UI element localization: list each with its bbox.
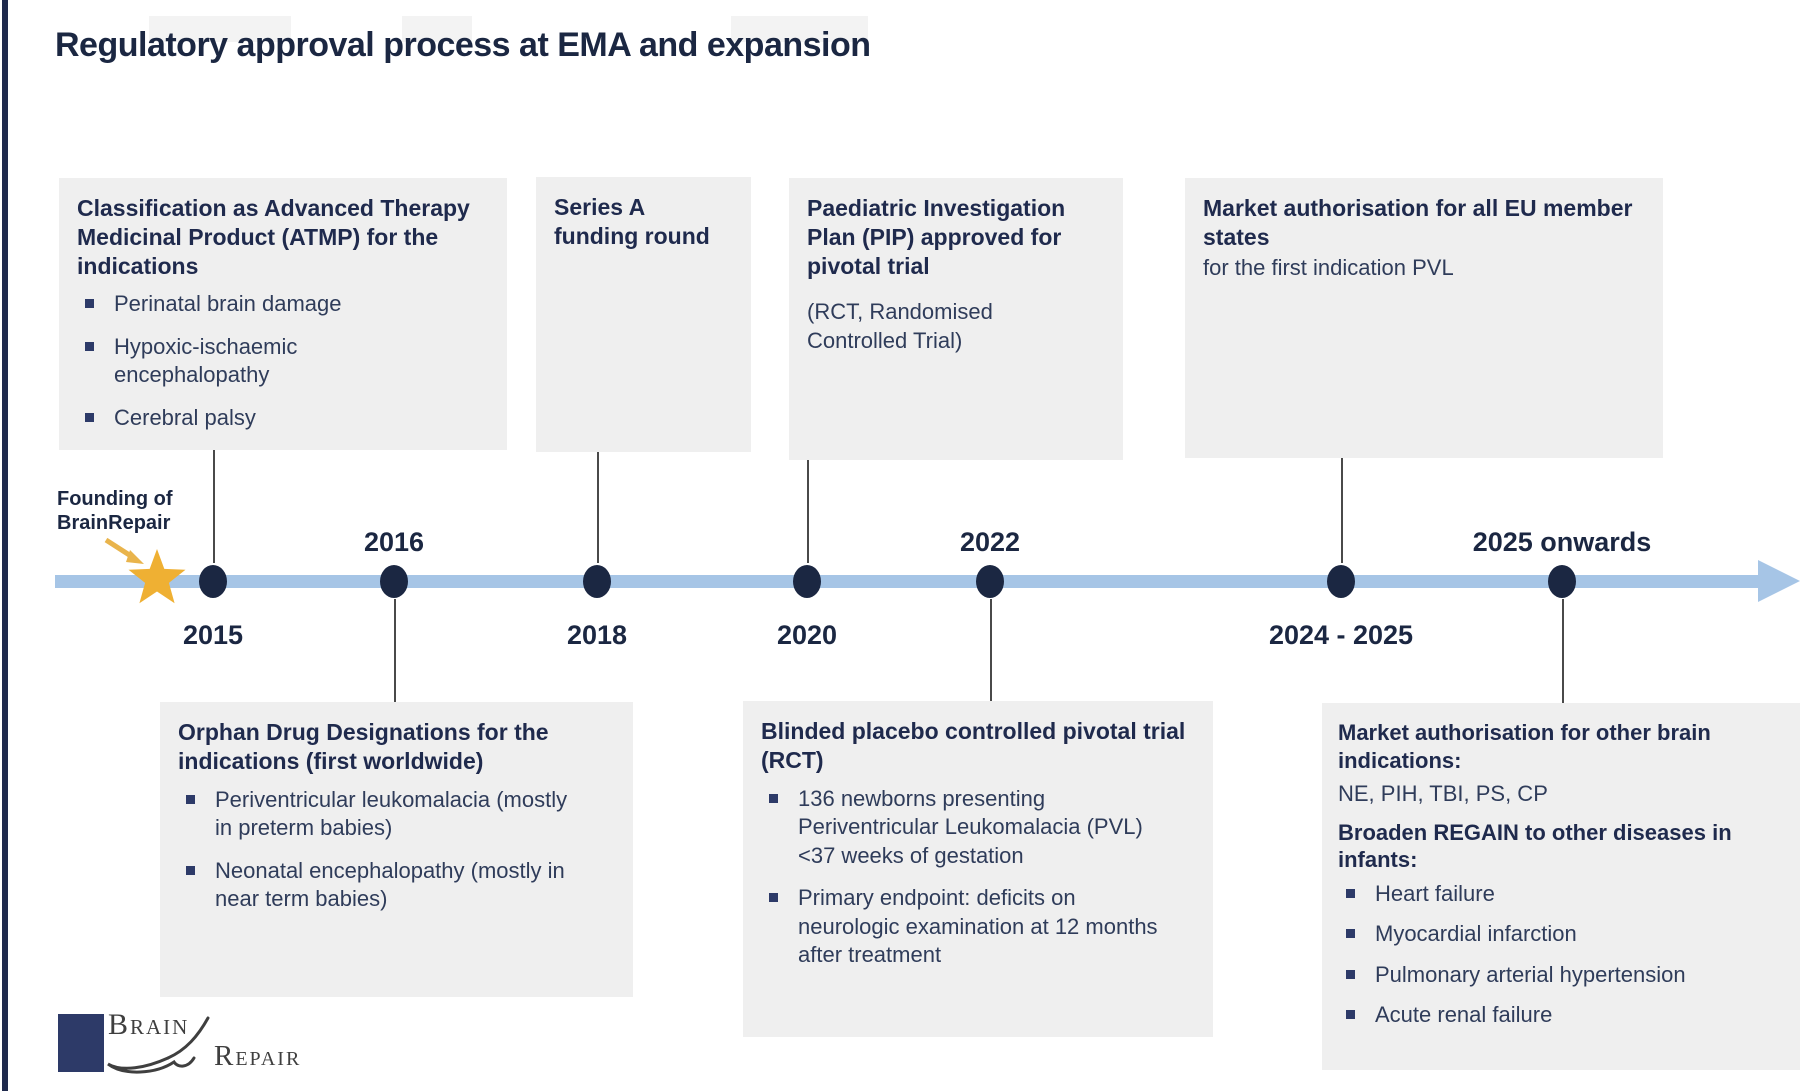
list-item: Perinatal brain damage (77, 290, 489, 319)
timeline-dot-2024-2025 (1327, 565, 1355, 598)
timeline-arrowhead-icon (1758, 560, 1800, 602)
connector-line (394, 599, 396, 702)
event-box-market-authorisation-other: Market authorisation for other brain ind… (1322, 703, 1800, 1070)
list-item: Heart failure (1338, 880, 1784, 909)
page-title: Regulatory approval process at EMA and e… (55, 26, 871, 64)
bullet-list: 136 newborns presenting Periventricular … (761, 785, 1195, 971)
bullet-list: Heart failure Myocardial infarction Pulm… (1338, 880, 1784, 1030)
connector-line (1341, 458, 1343, 563)
list-item: 136 newborns presenting Periventricular … (761, 785, 1195, 871)
bullet-square-icon (1346, 1010, 1355, 1020)
timeline-dot-2015 (199, 565, 227, 598)
list-item: Cerebral palsy (77, 404, 489, 433)
list-item: Neonatal encephalopathy (mostly in near … (178, 857, 615, 914)
bullet-square-icon (769, 893, 778, 903)
year-label-2015: 2015 (182, 620, 244, 650)
event-heading: Orphan Drug Designations for the indicat… (178, 719, 549, 774)
event-box-orphan-drug: Orphan Drug Designations for the indicat… (160, 702, 633, 997)
event-box-market-authorisation-eu: Market authorisation for all EU member s… (1185, 178, 1663, 458)
year-label-2016: 2016 (363, 527, 425, 557)
year-label-2020: 2020 (776, 620, 838, 650)
event-subtext: for the first indication PVL (1203, 254, 1454, 280)
timeline-bar (55, 575, 1758, 588)
list-item: Periventricular leukomalacia (mostly in … (178, 786, 615, 843)
blurred-artifact (402, 16, 472, 42)
list-item: Pulmonary arterial hypertension (1338, 961, 1784, 990)
event-heading: Series A funding round (554, 194, 710, 249)
event-heading: Market authorisation for all EU member s… (1203, 195, 1633, 250)
bullet-square-icon (1346, 969, 1355, 979)
brainrepair-logo-square (58, 1014, 104, 1072)
timeline-dot-2025-onwards (1548, 565, 1576, 598)
event-box-pip: Paediatric Investigation Plan (PIP) appr… (789, 178, 1123, 460)
list-item: Primary endpoint: deficits on neurologic… (761, 884, 1195, 970)
timeline-dot-2016 (380, 565, 408, 598)
bullet-square-icon (1346, 888, 1355, 898)
year-label-2024-2025: 2024 - 2025 (1268, 620, 1414, 650)
logo-text-repair: Repair (214, 1040, 302, 1072)
event-heading: Market authorisation for other brain ind… (1338, 720, 1711, 773)
bullet-square-icon (186, 865, 195, 875)
timeline-dot-2022 (976, 565, 1004, 598)
bullet-square-icon (85, 341, 94, 351)
blurred-artifact (731, 16, 868, 42)
bullet-square-icon (1346, 929, 1355, 939)
bullet-square-icon (186, 794, 195, 804)
list-item: Acute renal failure (1338, 1001, 1784, 1030)
event-box-series-a: Series A funding round (536, 177, 751, 452)
founding-arrow-icon (104, 537, 144, 564)
left-border-bar (2, 0, 8, 1091)
bullet-list: Perinatal brain damage Hypoxic-ischaemic… (77, 290, 489, 432)
event-subtext: (RCT, Randomised Controlled Trial) (807, 299, 993, 353)
list-item: Myocardial infarction (1338, 920, 1784, 949)
event-box-atmp-classification: Classification as Advanced Therapy Medic… (59, 178, 507, 450)
founding-label: Founding of BrainRepair (57, 488, 173, 534)
event-heading: Classification as Advanced Therapy Medic… (77, 195, 470, 279)
event-subtext: NE, PIH, TBI, PS, CP (1338, 781, 1548, 806)
bullet-square-icon (769, 793, 778, 803)
connector-line (990, 599, 992, 701)
list-item: Hypoxic-ischaemic encephalopathy (77, 333, 489, 390)
bullet-square-icon (85, 413, 94, 423)
year-label-2025-onwards: 2025 onwards (1472, 527, 1652, 557)
event-heading: Blinded placebo controlled pivotal trial… (761, 718, 1186, 773)
connector-line (1562, 599, 1564, 703)
blurred-artifact (149, 16, 291, 42)
timeline-dot-2018 (583, 565, 611, 598)
timeline-dot-2020 (793, 565, 821, 598)
logo-text-brain: Brain (108, 1008, 190, 1041)
founding-star-icon (128, 549, 186, 604)
connector-line (597, 452, 599, 563)
bullet-square-icon (85, 299, 94, 309)
connector-line (213, 450, 215, 563)
bullet-list: Periventricular leukomalacia (mostly in … (178, 786, 615, 914)
year-label-2022: 2022 (959, 527, 1021, 557)
year-label-2018: 2018 (566, 620, 628, 650)
event-box-pivotal-trial: Blinded placebo controlled pivotal trial… (743, 701, 1213, 1037)
event-heading: Broaden REGAIN to other diseases in infa… (1338, 819, 1732, 873)
logo-swoosh-icon (107, 1016, 210, 1074)
connector-line (807, 460, 809, 563)
event-heading: Paediatric Investigation Plan (PIP) appr… (807, 195, 1066, 279)
